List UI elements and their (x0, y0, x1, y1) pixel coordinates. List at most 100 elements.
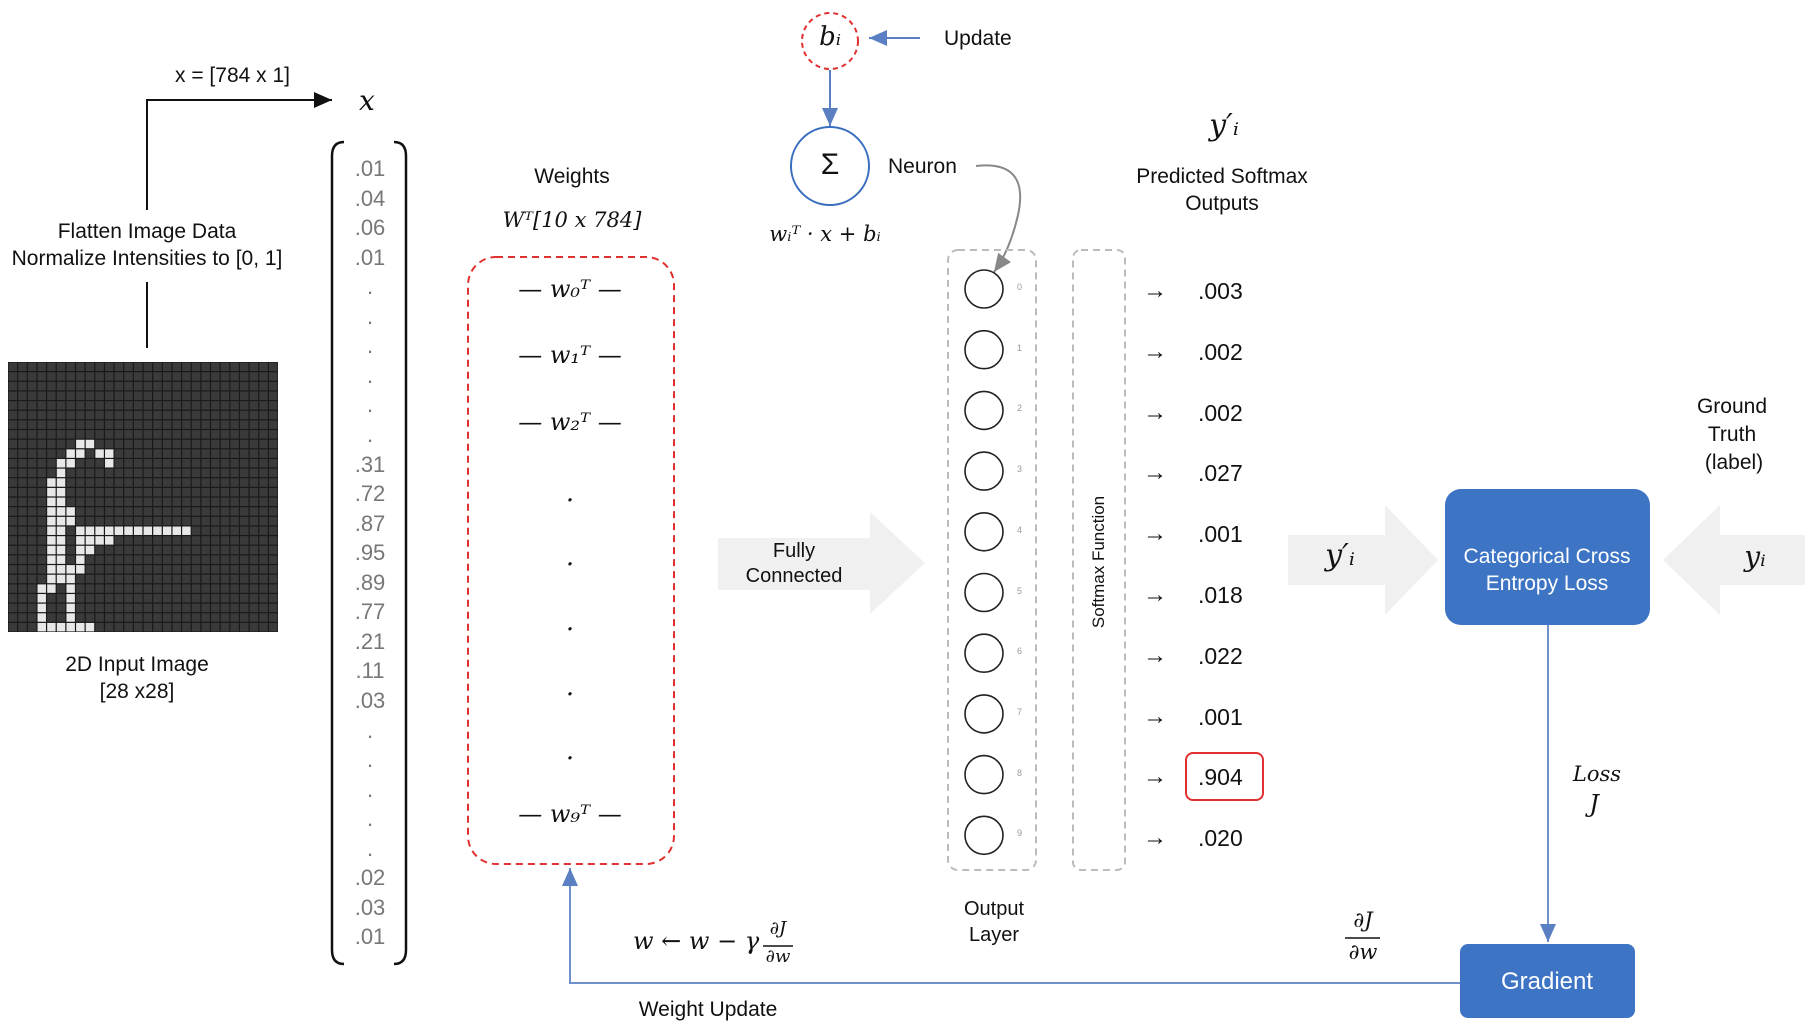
background-pixel (47, 381, 56, 391)
background-pixel (182, 381, 191, 391)
background-pixel (37, 459, 46, 468)
background-pixel (124, 555, 133, 564)
background-pixel (18, 622, 27, 632)
digit-pixel (172, 526, 181, 535)
background-pixel (172, 381, 181, 391)
background-pixel (85, 507, 95, 516)
output-node-index: 8 (1017, 767, 1023, 778)
background-pixel (124, 362, 133, 372)
background-pixel (76, 584, 85, 593)
background-pixel (182, 372, 191, 381)
background-pixel (133, 362, 143, 372)
background-pixel (268, 555, 278, 564)
background-pixel (201, 468, 210, 478)
background-pixel (230, 439, 239, 449)
background-pixel (201, 478, 210, 487)
background-pixel (191, 487, 201, 497)
background-pixel (249, 381, 259, 391)
background-pixel (211, 584, 220, 593)
digit-pixel (56, 536, 66, 545)
background-pixel (268, 565, 278, 574)
digit-pixel (47, 574, 56, 584)
background-pixel (259, 391, 268, 400)
background-pixel (85, 430, 95, 439)
background-pixel (268, 487, 278, 497)
background-pixel (27, 439, 37, 449)
background-pixel (143, 545, 153, 555)
background-pixel (143, 487, 153, 497)
background-pixel (249, 555, 259, 564)
background-pixel (268, 613, 278, 622)
background-pixel (230, 468, 239, 478)
flatten-label-1: Flatten Image Data (57, 220, 237, 243)
background-pixel (268, 574, 278, 584)
background-pixel (240, 613, 249, 622)
background-pixel (114, 545, 124, 555)
background-pixel (182, 430, 191, 439)
weight-row: — w₀ᵀ — (518, 275, 622, 303)
background-pixel (27, 372, 37, 381)
background-pixel (124, 507, 133, 516)
background-pixel (8, 565, 18, 574)
background-pixel (182, 362, 191, 372)
background-pixel (240, 449, 249, 458)
weight-ellipsis: . (565, 672, 575, 702)
vector-value: . (366, 274, 374, 300)
background-pixel (211, 536, 220, 545)
background-pixel (95, 381, 104, 391)
background-pixel (240, 372, 249, 381)
background-pixel (268, 545, 278, 555)
background-pixel (8, 410, 18, 420)
background-pixel (259, 613, 268, 622)
background-pixel (240, 391, 249, 400)
background-pixel (27, 545, 37, 555)
weight-row: — w₂ᵀ — (518, 408, 622, 436)
background-pixel (240, 574, 249, 584)
background-pixel (27, 584, 37, 593)
background-pixel (133, 381, 143, 391)
background-pixel (201, 594, 210, 603)
background-pixel (114, 584, 124, 593)
background-pixel (95, 574, 104, 584)
digit-pixel (47, 584, 56, 593)
background-pixel (182, 391, 191, 400)
background-pixel (172, 536, 181, 545)
background-pixel (56, 420, 66, 429)
background-pixel (8, 526, 18, 535)
background-pixel (220, 420, 230, 429)
background-pixel (182, 439, 191, 449)
output-layer-box (947, 249, 1037, 871)
background-pixel (66, 497, 75, 507)
digit-pixel (95, 449, 104, 458)
background-pixel (85, 487, 95, 497)
background-pixel (66, 401, 75, 410)
background-pixel (47, 439, 56, 449)
background-pixel (211, 555, 220, 564)
background-pixel (268, 468, 278, 478)
background-pixel (76, 594, 85, 603)
background-pixel (162, 565, 172, 574)
digit-pixel (162, 526, 172, 535)
background-pixel (114, 574, 124, 584)
background-pixel (27, 622, 37, 632)
sum-node (790, 126, 870, 206)
background-pixel (220, 603, 230, 613)
background-pixel (56, 410, 66, 420)
background-pixel (114, 362, 124, 372)
background-pixel (230, 459, 239, 468)
background-pixel (211, 430, 220, 439)
background-pixel (143, 468, 153, 478)
vector-right-bracket (393, 140, 408, 966)
vector-value: .21 (354, 628, 386, 654)
background-pixel (191, 603, 201, 613)
digit-pixel (37, 594, 46, 603)
digit-pixel (76, 439, 85, 449)
background-pixel (143, 478, 153, 487)
background-pixel (153, 478, 162, 487)
background-pixel (220, 478, 230, 487)
background-pixel (201, 391, 210, 400)
softmax-label: Softmax Function (1089, 495, 1108, 629)
background-pixel (8, 594, 18, 603)
background-pixel (114, 391, 124, 400)
digit-pixel (95, 536, 104, 545)
